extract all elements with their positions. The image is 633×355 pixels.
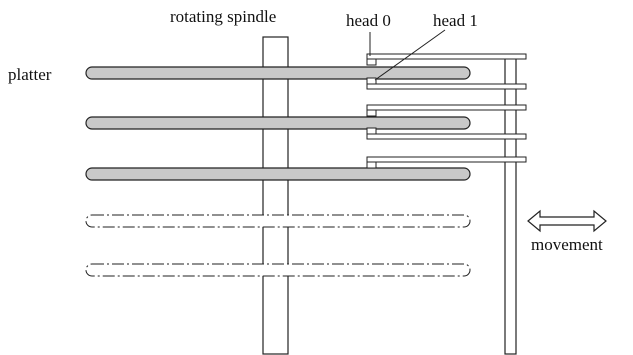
actuator-post bbox=[504, 57, 517, 355]
head-0-label: head 0 bbox=[346, 11, 391, 30]
movement-arrow-icon bbox=[527, 209, 607, 233]
head-2-slider bbox=[366, 109, 377, 117]
head-1-leader bbox=[374, 29, 446, 81]
head-arm-4 bbox=[366, 156, 527, 163]
platter-dashed-2 bbox=[85, 263, 471, 277]
platter-dashed-1 bbox=[85, 214, 471, 228]
platter-2 bbox=[85, 116, 471, 130]
spindle bbox=[262, 36, 289, 355]
movement-label: movement bbox=[531, 235, 603, 254]
head-arm-0 bbox=[366, 53, 527, 60]
platter-3 bbox=[85, 167, 471, 181]
head-1-slider bbox=[366, 77, 377, 85]
head-arm-2 bbox=[366, 104, 527, 111]
head-0-slider bbox=[366, 58, 377, 66]
platter-1 bbox=[85, 66, 471, 80]
spindle-label: rotating spindle bbox=[170, 7, 277, 26]
head-arm-1 bbox=[366, 83, 527, 90]
head-3-slider bbox=[366, 127, 377, 135]
head-arm-3 bbox=[366, 133, 527, 140]
head-4-slider bbox=[366, 161, 377, 169]
platter-label: platter bbox=[8, 65, 52, 84]
head-1-label: head 1 bbox=[433, 11, 478, 30]
